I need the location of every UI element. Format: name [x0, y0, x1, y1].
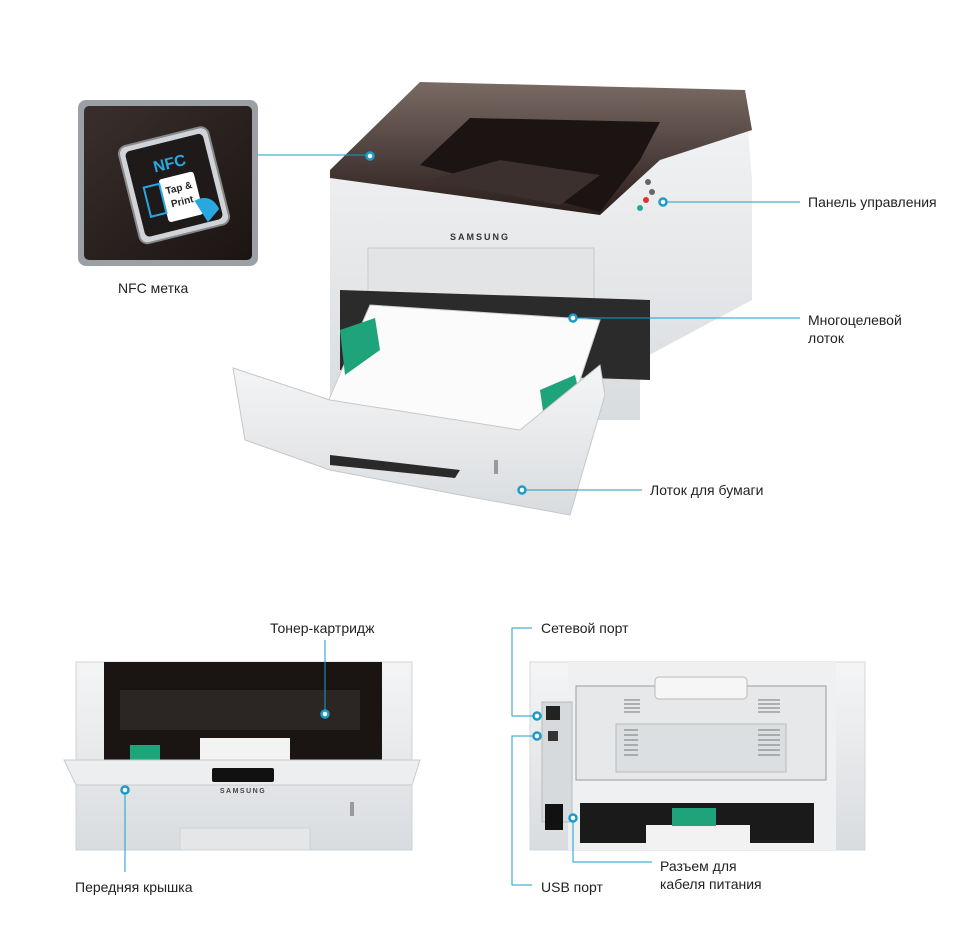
printer-front: SAMSUNG [63, 661, 421, 851]
label-front-cover: Передняя крышка [75, 879, 193, 895]
label-paper-tray: Лоток для бумаги [650, 482, 764, 498]
callout-lines [124, 154, 800, 886]
usb-port-icon [548, 731, 558, 741]
label-usb-port: USB порт [541, 879, 603, 895]
ethernet-port-icon [546, 706, 560, 720]
brand-logo: SAMSUNG [450, 232, 510, 242]
callout-dots [120, 151, 668, 823]
label-toner: Тонер-картридж [270, 620, 375, 636]
printer-rear [529, 661, 866, 851]
nfc-inset: NFC Tap & Print [78, 100, 258, 266]
power-socket-icon [545, 804, 563, 830]
label-control-panel: Панель управления [808, 194, 937, 210]
label-multipurpose-tray-1: Многоцелевой [808, 312, 902, 328]
brand-logo-front: SAMSUNG [220, 788, 266, 795]
label-power-1: Разъем для [660, 858, 737, 874]
label-multipurpose-tray-2: лоток [808, 330, 844, 346]
label-nfc: NFC метка [118, 280, 189, 296]
label-network-port: Сетевой порт [541, 620, 629, 636]
nfc-tag-icon: NFC Tap & Print [117, 126, 231, 245]
printer-main: SAMSUNG [232, 82, 752, 516]
label-power-2: кабеля питания [660, 876, 762, 892]
